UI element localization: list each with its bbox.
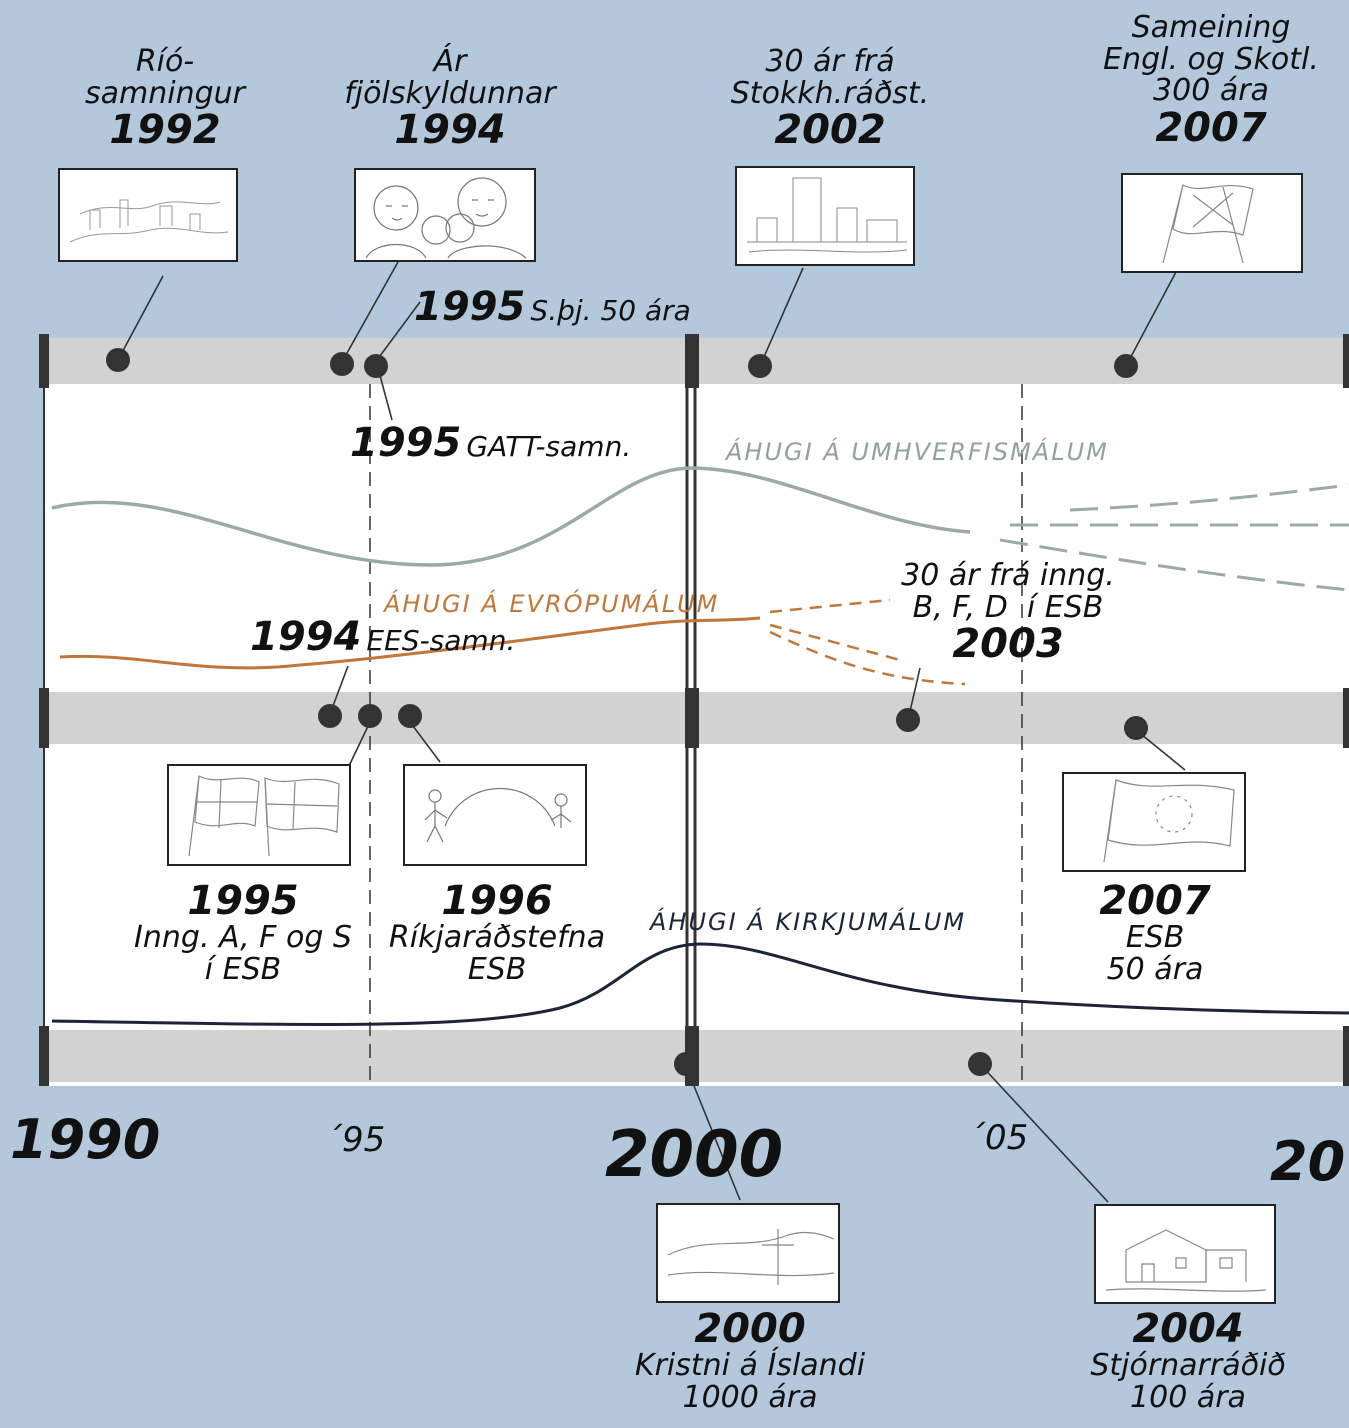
event-1994: Ár fjölskyldunnar 1994 xyxy=(320,46,580,151)
event-1995-gatt: 1995 GATT-samn. xyxy=(350,420,631,466)
axis-label-2010: 20 xyxy=(1270,1130,1346,1193)
event-caption: 30 ár frá Stokkh.ráðst. xyxy=(730,44,930,111)
dot-1996 xyxy=(398,704,422,728)
environment-interest-label: ÁHUGI Á UMHVERFISMÁLUM xyxy=(726,438,1109,466)
dot-2007-top xyxy=(1114,354,1138,378)
dot-1995-sbj xyxy=(364,354,388,378)
event-1995-inng: 1995 Inng. A, F og S í ESB xyxy=(118,880,368,985)
dot-2002 xyxy=(748,354,772,378)
dot-1995-inng xyxy=(358,704,382,728)
event-caption: GATT-samn. xyxy=(466,430,632,463)
event-year: 1992 xyxy=(109,107,221,153)
church-curve xyxy=(51,942,1349,1026)
europe-forecast-up xyxy=(769,598,891,614)
church-interest-label: ÁHUGI Á KIRKJUMÁLUM xyxy=(650,908,967,936)
europe-curve xyxy=(59,616,761,670)
dot-2000 xyxy=(674,1052,698,1076)
event-caption: Stjórnarráðið 100 ára xyxy=(1090,1348,1286,1415)
event-2000-kristni: 2000 Kristni á Íslandi 1000 ára xyxy=(610,1308,890,1413)
dot-2004 xyxy=(968,1052,992,1076)
event-caption: ESB 50 ára xyxy=(1106,920,1204,987)
event-year: 1994 xyxy=(394,107,506,153)
event-year: 1995 xyxy=(350,420,462,466)
dot-1994-ees xyxy=(318,704,342,728)
nordic-flags-sketch-icon xyxy=(167,764,351,866)
event-caption: 30 ár frá inng. B, F, D í ESB xyxy=(901,558,1115,625)
event-1996: 1996 Ríkjaráðstefna ESB xyxy=(372,880,622,985)
stockholm-sketch-icon xyxy=(735,166,915,266)
event-dots xyxy=(106,348,1148,1076)
axis-label-2005: ´05 xyxy=(968,1118,1029,1158)
event-year: 2002 xyxy=(774,107,886,153)
event-year: 2003 xyxy=(952,621,1064,667)
event-caption: Kristni á Íslandi 1000 ára xyxy=(634,1348,866,1415)
europe-interest-label: ÁHUGI Á EVRÓPUMÁLUM xyxy=(384,590,720,618)
event-year: 2007 xyxy=(1099,878,1211,924)
event-1994-ees: 1994 EES-samn. xyxy=(250,614,515,660)
event-year: 2000 xyxy=(694,1306,806,1352)
event-1995-sbj: 1995 S.þj. 50 ára xyxy=(414,284,691,330)
event-1992: Ríó- samningur 1992 xyxy=(40,46,290,151)
event-caption: Inng. A, F og S í ESB xyxy=(134,920,352,987)
event-2003: 30 ár frá inng. B, F, D í ESB 2003 xyxy=(868,560,1148,665)
europe-forecast-down xyxy=(769,630,966,686)
dot-1994 xyxy=(330,352,354,376)
family-sketch-icon xyxy=(354,168,536,262)
event-2004-stjornarradid: 2004 Stjórnarráðið 100 ára xyxy=(1058,1308,1318,1413)
event-year: 1996 xyxy=(441,878,553,924)
environment-forecast-up xyxy=(1069,483,1349,512)
axis-label-1995: ´95 xyxy=(325,1120,386,1160)
event-year: 1994 xyxy=(250,614,362,660)
event-year: 2007 xyxy=(1155,104,1267,151)
city-sketch-icon xyxy=(58,168,238,262)
dot-2007-esb xyxy=(1124,716,1148,740)
event-year: 1995 xyxy=(187,878,299,924)
event-2007-union: Sameining Engl. og Skotl. 300 ára 2007 xyxy=(1080,12,1342,149)
event-year: 1995 xyxy=(414,284,526,330)
environment-forecast-down xyxy=(999,538,1349,592)
event-caption: Ríkjaráðstefna ESB xyxy=(388,920,606,987)
event-caption: S.þj. 50 ára xyxy=(530,294,691,327)
environment-curve xyxy=(51,466,971,567)
event-2007-esb: 2007 ESB 50 ára xyxy=(1050,880,1260,985)
church-cross-sketch-icon xyxy=(656,1203,840,1303)
event-caption: Ríó- samningur xyxy=(85,44,245,111)
dot-2003 xyxy=(896,708,920,732)
event-caption: Sameining Engl. og Skotl. 300 ára xyxy=(1103,10,1319,108)
europe-forecast-mid xyxy=(769,623,901,662)
axis-label-1990: 1990 xyxy=(10,1108,161,1171)
event-year: 2004 xyxy=(1132,1306,1244,1352)
event-2002: 30 ár frá Stokkh.ráðst. 2002 xyxy=(700,46,960,151)
axis-label-2000: 2000 xyxy=(605,1118,784,1192)
government-house-sketch-icon xyxy=(1094,1204,1276,1304)
dot-1992 xyxy=(106,348,130,372)
flags-sketch-icon xyxy=(1121,173,1303,273)
event-caption: EES-samn. xyxy=(366,624,516,657)
event-caption: Ár fjölskyldunnar xyxy=(344,44,556,111)
eu-flag-sketch-icon xyxy=(1062,772,1246,872)
figures-sketch-icon xyxy=(403,764,587,866)
